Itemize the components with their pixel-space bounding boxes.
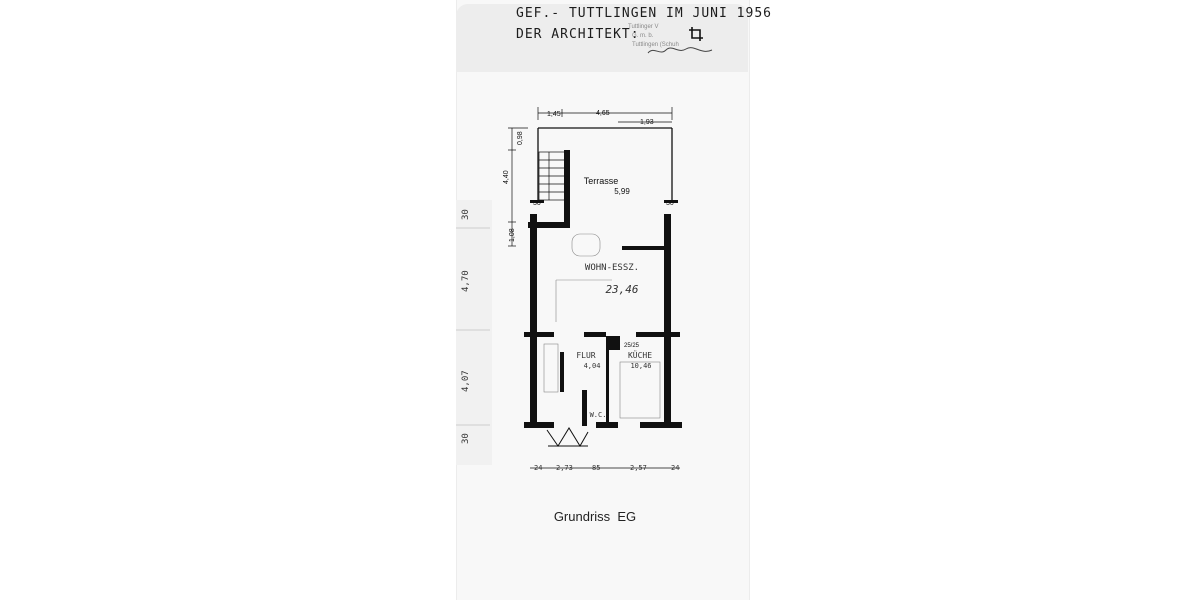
walls — [524, 150, 682, 428]
margin-dim-1: 30 — [461, 209, 471, 220]
bottom-dim-1: 24 — [534, 464, 542, 472]
stamp-line-3: Tuttlingen (Schuh — [632, 42, 679, 48]
stamp-line-2: G. m. b. — [632, 33, 654, 39]
terrace-outline — [537, 127, 673, 200]
living-room-label: WOHN-ESSZ. — [585, 263, 639, 273]
dim-top-3: 1,93 — [640, 119, 654, 126]
stair-steps — [538, 151, 566, 201]
wc-label: W.C. — [590, 411, 607, 419]
plan-sheet — [456, 0, 750, 600]
terrace-area: 5,99 — [614, 187, 630, 196]
entrance-door — [546, 427, 589, 447]
bottom-dim-2: 2,73 — [556, 464, 573, 472]
margin-dim-3: 4,07 — [461, 370, 471, 392]
living-room-area: 23,46 — [605, 283, 638, 296]
bottom-dim-3: 85 — [592, 464, 600, 472]
kitchen-area: 10,46 — [630, 362, 651, 370]
stamp-line-1: Tuttlinger V — [628, 24, 659, 30]
kitchen-label: KÜCHE — [628, 350, 652, 360]
crop-icon[interactable] — [688, 26, 704, 42]
hall-area: 4,04 — [584, 362, 601, 370]
dim-top-1: 1,45 — [547, 111, 561, 118]
hall-label: FLUR — [576, 351, 595, 360]
dim-left-3: 1,08 — [509, 228, 516, 242]
header-date-line: GEF.- TUTTLINGEN IM JUNI 1956 — [516, 6, 772, 21]
dimension-lines — [508, 107, 680, 469]
margin-dim-4: 30 — [461, 433, 471, 444]
dim-left-1: 0,98 — [517, 131, 524, 145]
terrace-label: Terrasse — [584, 176, 619, 186]
header-architect-line: DER ARCHITEKT: — [516, 27, 640, 42]
plan-caption: Grundriss EG — [553, 509, 637, 524]
bottom-dim-4: 2,57 — [630, 464, 647, 472]
chimney-dim: 25/25 — [624, 343, 640, 349]
dim-top-2: 4,65 — [596, 110, 610, 117]
margin-dim-2: 4,70 — [461, 270, 471, 292]
dim-left-2: 4,40 — [503, 170, 510, 184]
furniture-hints — [543, 233, 661, 419]
margin-strip — [456, 200, 492, 465]
wall-mark-left: 30 — [533, 200, 541, 207]
wall-mark-right: 30 — [666, 200, 674, 207]
architect-signature — [647, 47, 713, 54]
bottom-dim-5: 24 — [671, 464, 679, 472]
